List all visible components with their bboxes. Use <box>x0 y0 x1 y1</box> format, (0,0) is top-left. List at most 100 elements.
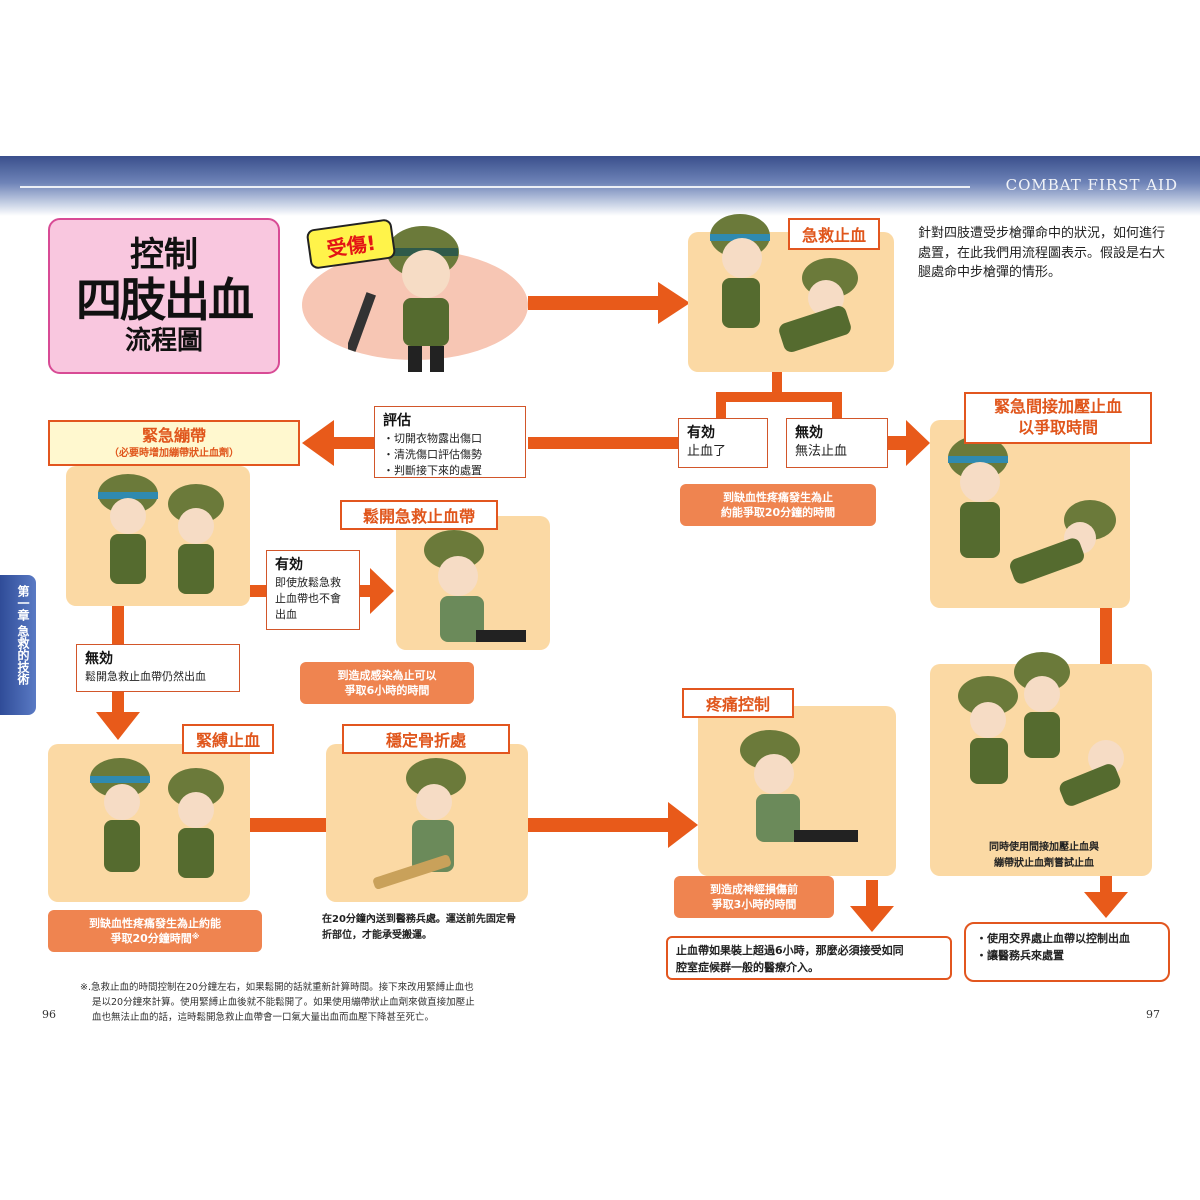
connector-effective-evaluate <box>528 437 678 449</box>
note-first-aid-time: 到缺血性疼痛發生為止 約能爭取20分鐘的時間 <box>680 484 876 526</box>
arrow-head <box>370 568 394 614</box>
arrow-head <box>1084 892 1128 918</box>
tourniquet-illustration <box>90 758 224 878</box>
arrow-ineffective-to-tourniquet <box>112 690 124 714</box>
ineffective-text: 無法止血 <box>795 444 848 460</box>
arrow-combined-down <box>1100 876 1112 894</box>
panel-emergency-bandage <box>66 466 250 606</box>
arrow-pain-down <box>866 880 878 910</box>
connector-bandage-down <box>112 605 124 645</box>
note-nerve-line-2: 爭取3小時的時間 <box>711 898 797 911</box>
label-first-aid: 急救止血 <box>788 218 880 250</box>
title-line-1: 控制 <box>130 234 198 275</box>
evaluate-title: 評估 <box>383 413 411 429</box>
chapter-tab-text: 第一章 急救的技術 <box>16 585 30 686</box>
evaluate-item-1: ・切開衣物露出傷口 <box>383 432 482 446</box>
note-nerve-time: 到造成神經損傷前 爭取3小時的時間 <box>674 876 834 918</box>
tourniquet-6h-line-1: 止血帶如果裝上超過6小時，那麼必須接受如同 <box>676 944 904 957</box>
arrow-head <box>906 420 930 466</box>
connector-branch <box>716 392 842 402</box>
first-aid-illustration <box>710 214 858 353</box>
tourniquet-6h-box: 止血帶如果裝上超過6小時，那麼必須接受如同 腔室症候群一般的醫療介入。 <box>666 936 952 980</box>
title-line-3: 流程圖 <box>124 325 203 356</box>
footnote: ※.急救止血的時間控制在20分鐘左右，如果鬆開的話就重新計算時間。接下來改用緊縛… <box>80 980 550 1026</box>
arrow-head <box>302 420 334 466</box>
injured-bubble-text: 受傷! <box>325 230 378 261</box>
arrow-head <box>658 282 690 324</box>
note-nerve-line-1: 到造成神經損傷前 <box>710 882 798 896</box>
flowchart-title-box: 控制 四肢出血 流程圖 <box>48 218 280 374</box>
note-tourniquet-line-1: 到缺血性疼痛發生為止約能 <box>89 916 221 930</box>
effective-stopped-box: 有効 止血了 <box>678 418 768 468</box>
arrow-evaluate-to-bandage <box>330 437 376 449</box>
indirect-pressure-illustration <box>948 436 1116 584</box>
arrow-head <box>850 906 894 932</box>
arrow-stabilize-to-pain <box>528 818 670 832</box>
connector-bandage-effective <box>250 585 266 597</box>
final-action-2: ・讓醫務兵來處置 <box>976 949 1064 963</box>
tourniquet-6h-line-2: 腔室症候群一般的醫療介入。 <box>676 961 819 975</box>
ineffective-bleeding-title: 無効 <box>85 651 113 667</box>
ineffective-box: 無効 無法止血 <box>786 418 888 468</box>
note-first-aid-line-2: 約能爭取20分鐘的時間 <box>720 506 836 519</box>
effective-release-line-1: 即使放鬆急救 <box>275 576 341 590</box>
evaluate-item-2: ・清洗傷口評估傷勢 <box>383 448 482 462</box>
intro-text: 針對四肢遭受步槍彈命中的狀況，如何進行處置，在此我們用流程圖表示。假設是右大腿處… <box>918 226 1166 280</box>
effective-release-title: 有効 <box>275 557 303 573</box>
note-infection-line-1: 到造成感染為止可以 <box>337 668 437 682</box>
label-stabilize-fracture: 穩定骨折處 <box>342 724 510 754</box>
medic-transfer-line-2: 折部位，才能承受搬運。 <box>322 930 432 941</box>
pain-control-illustration <box>740 730 858 842</box>
final-action-1: ・使用交界處止血帶以控制出血 <box>976 932 1130 945</box>
chapter-tab <box>0 575 36 715</box>
ineffective-title: 無効 <box>795 425 823 441</box>
label-tourniquet: 緊縛止血 <box>182 724 274 754</box>
note-infection-time: 到造成感染為止可以 爭取6小時的時間 <box>300 662 474 704</box>
label-pain-control: 疼痛控制 <box>682 688 794 718</box>
medic-transfer-text: 在20分鐘內送到醫務兵處。運送前先固定骨 折部位，才能承受搬運。 <box>322 912 552 944</box>
evaluate-item-3: ・判斷接下來的處置 <box>383 464 482 478</box>
note-infection-line-2: 爭取6小時的時間 <box>344 684 430 697</box>
injured-soldier-illustration <box>348 226 459 372</box>
combined-pressure-illustration <box>958 652 1124 806</box>
panel-tourniquet <box>48 744 250 902</box>
effective-release-box: 有効 即使放鬆急救 止血帶也不會 出血 <box>266 550 360 630</box>
medic-transfer-line-1: 在20分鐘內送到醫務兵處。運送前先固定骨 <box>322 914 516 925</box>
connector-firstaid-down <box>772 372 782 396</box>
effective-release-line-3: 出血 <box>275 608 297 622</box>
footnote-line-2: 是以20分鐘來計算。使用緊縛止血後就不能鬆開了。如果使用繃帶狀止血劑來做直接加壓… <box>92 997 475 1009</box>
label-emergency-bandage-title: 緊急繃帶 <box>141 426 206 446</box>
title-line-2: 四肢出血 <box>76 272 254 327</box>
note-first-aid-line-1: 到缺血性疼痛發生為止 <box>723 490 833 504</box>
note-tourniquet-line-2: 爭取20分鐘時間 <box>110 932 192 945</box>
label-indirect-pressure: 緊急間接加壓止血 以爭取時間 <box>964 392 1152 444</box>
footnote-line-1: ※.急救止血的時間控制在20分鐘左右，如果鬆開的話就重新計算時間。接下來改用緊縛… <box>80 982 474 993</box>
effective-stopped-title: 有効 <box>687 425 715 441</box>
page-number-left: 96 <box>42 1008 56 1021</box>
connector-tourniquet-stabilize <box>250 818 326 832</box>
arrow-head <box>668 802 698 848</box>
arrow-ineffective-to-pressure <box>888 436 908 450</box>
stabilize-fracture-illustration <box>373 758 466 890</box>
effective-release-line-2: 止血帶也不會 <box>275 592 341 606</box>
release-tourniquet-illustration <box>424 530 526 642</box>
ineffective-bleeding-box: 無効 鬆開急救止血帶仍然出血 <box>76 644 240 692</box>
label-indirect-pressure-line-1: 緊急間接加壓止血 <box>993 397 1122 417</box>
combined-pressure-text: 同時使用間接加壓止血與 繃帶狀止血劑嘗試止血 <box>944 840 1144 872</box>
final-actions-box: ・使用交界處止血帶以控制出血 ・讓醫務兵來處置 <box>964 922 1170 982</box>
label-emergency-bandage: 緊急繃帶 （必要時增加繃帶狀止血劑） <box>48 420 300 466</box>
label-indirect-pressure-line-2: 以爭取時間 <box>1017 418 1098 437</box>
footnote-line-3: 血也無法止血的話，這時鬆開急救止血帶會一口氣大量出血而血壓下降甚至死亡。 <box>92 1012 435 1024</box>
combined-pressure-line-2: 繃帶狀止血劑嘗試止血 <box>994 858 1094 869</box>
effective-stopped-text: 止血了 <box>687 444 727 460</box>
note-tourniquet-time: 到缺血性疼痛發生為止約能 爭取20分鐘時間※ <box>48 910 262 952</box>
connector-branch-left <box>716 392 726 420</box>
label-release-tourniquet: 鬆開急救止血帶 <box>340 500 498 530</box>
connector-branch-right <box>832 392 842 420</box>
header-title: COMBAT FIRST AID <box>1005 176 1178 194</box>
note-tourniquet-mark: ※ <box>191 932 200 941</box>
arrow-head <box>96 712 140 740</box>
arrow-pressure-down <box>1100 608 1112 670</box>
evaluate-box: 評估 ・切開衣物露出傷口 ・清洗傷口評估傷勢 ・判斷接下來的處置 <box>374 406 526 478</box>
